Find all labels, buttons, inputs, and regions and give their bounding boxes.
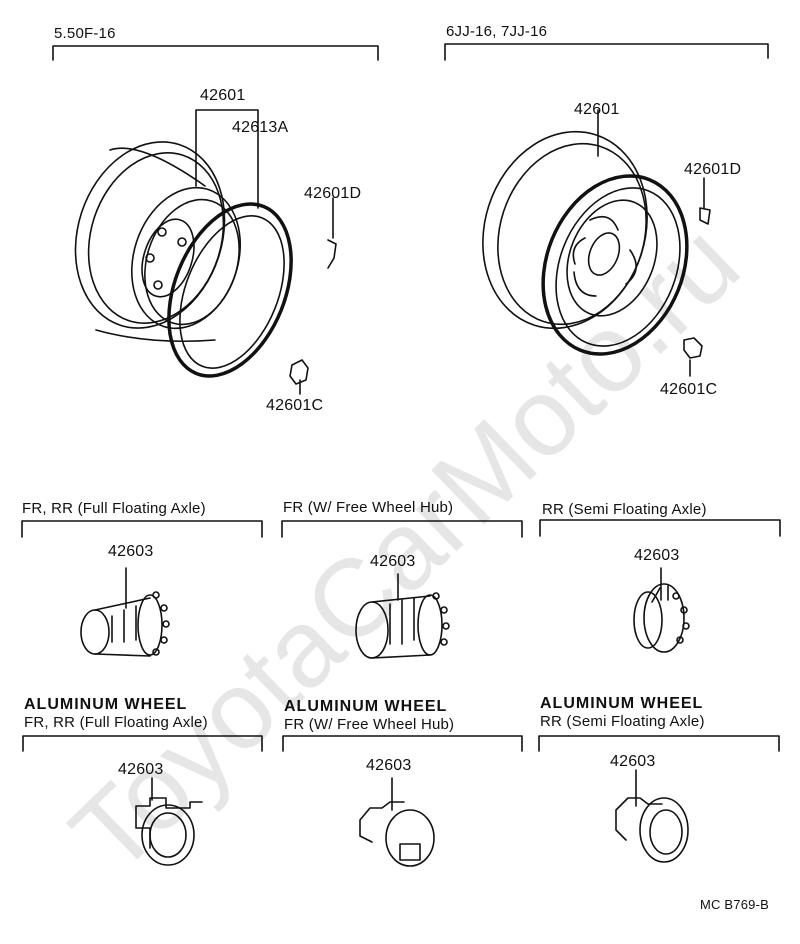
figure-code: MC B769-B [700,897,769,912]
bracket-cap-1 [21,520,263,538]
heading-cap-3: RR (Semi Floating Axle) [542,501,707,518]
heading-alu-2: FR (W/ Free Wheel Hub) [284,716,455,733]
bracket-alu-1 [22,735,263,752]
hub-cap-illustration-1 [80,567,170,657]
heading-cap-2: FR (W/ Free Wheel Hub) [283,499,454,516]
part-number-alu-2: 42603 [366,757,412,774]
aluminum-cap-illustration-3 [615,769,689,863]
bracket-alu-2 [282,735,523,752]
bracket-cap-3 [539,519,781,537]
aluminum-wheel-illustration [482,109,711,377]
bracket-cap-2 [281,520,523,538]
part-number-42601C-left: 42601C [266,397,324,414]
bracket-alu-3 [538,735,780,752]
part-number-42601D-right: 42601D [684,161,742,178]
heading-top-right: 6JJ-16, 7JJ-16 [446,23,548,40]
heading-alu-1: FR, RR (Full Floating Axle) [24,714,208,731]
aluminum-title-3: ALUMINUM WHEEL [540,695,704,712]
part-number-cap-2: 42603 [370,553,416,570]
bracket-top-right [444,43,769,61]
aluminum-cap-illustration-1 [135,777,203,866]
bracket-top-left [52,45,379,61]
hub-cap-illustration-2 [355,573,450,659]
part-number-alu-1: 42603 [118,761,164,778]
part-number-cap-3: 42603 [634,547,680,564]
part-number-42601C-right: 42601C [660,381,718,398]
aluminum-title-1: ALUMINUM WHEEL [24,696,188,713]
heading-alu-3: RR (Semi Floating Axle) [540,713,705,730]
part-number-cap-1: 42603 [108,543,154,560]
aluminum-title-2: ALUMINUM WHEEL [284,698,448,715]
part-number-42613A: 42613A [232,119,289,136]
part-number-42601-left: 42601 [200,87,246,104]
heading-top-left: 5.50F-16 [54,25,116,42]
heading-cap-1: FR, RR (Full Floating Axle) [22,500,206,517]
part-number-alu-3: 42603 [610,753,656,770]
part-number-42601-right: 42601 [574,101,620,118]
hub-cap-illustration-3 [633,567,690,653]
aluminum-cap-illustration-2 [359,777,435,867]
part-number-42601D-left: 42601D [304,185,362,202]
steel-wheel-illustration [74,109,337,395]
